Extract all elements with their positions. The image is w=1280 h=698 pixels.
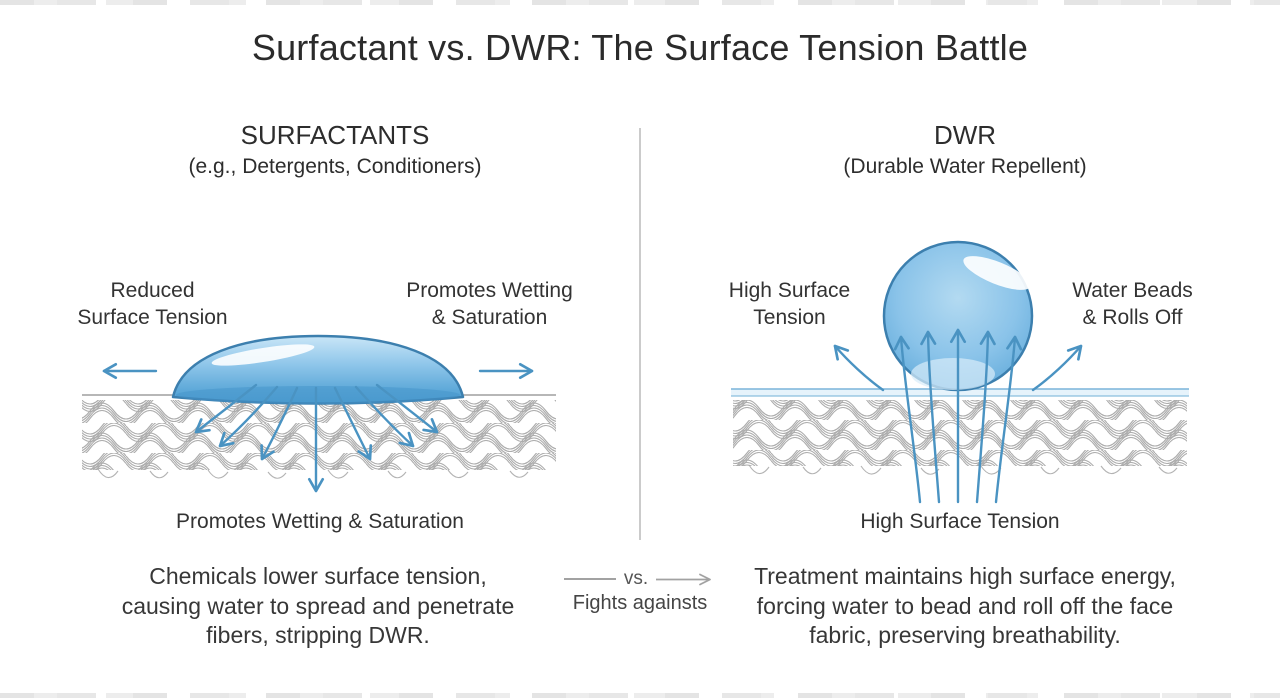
droplet-highlight (211, 344, 315, 366)
high-surface-tension-label: High Surface Tension (728, 279, 851, 329)
flattened-droplet (171, 334, 465, 405)
droplet-highlight (963, 256, 1031, 290)
promotes-wetting-label: Promotes Wetting & Saturation (406, 279, 573, 329)
surface-tension-arrows-icon (893, 328, 1023, 504)
film-edge-marks-bottom (0, 693, 1280, 698)
surfactant-diagram (82, 334, 556, 493)
fabric-weave (82, 400, 556, 470)
reduced-surface-tension-label: Reduced Surface Tension (77, 279, 228, 329)
surfactant-caption: Chemicals lower surface tension, causing… (121, 563, 515, 648)
dwr-heading: DWR (933, 120, 997, 150)
vs-label: vs. (623, 568, 649, 589)
dwr-subheading: (Durable Water Repellent) (843, 155, 1087, 178)
dwr-heading-block: DWR (Durable Water Repellent) (765, 119, 1165, 180)
page-title: Surfactant vs. DWR: The Surface Tension … (251, 27, 1029, 68)
beaded-droplet (882, 240, 1034, 392)
surfactants-subheading: (e.g., Detergents, Conditioners) (188, 155, 482, 178)
film-edge-marks-top (0, 0, 1280, 5)
fabric-weave (733, 400, 1187, 466)
high-surface-tension-bottom-label: High Surface Tension (860, 510, 1060, 533)
roll-off-right-arrow-icon (1031, 344, 1083, 392)
dwr-diagram (731, 240, 1189, 504)
vs-right-arrow-icon (656, 573, 712, 585)
promotes-wetting-bottom-label: Promotes Wetting & Saturation (176, 510, 464, 533)
panel-divider (639, 128, 641, 540)
fabric-fringe (748, 464, 1178, 475)
surfactants-heading-block: SURFACTANTS (e.g., Detergents, Condition… (135, 119, 535, 180)
roll-off-left-arrow-icon (833, 344, 885, 392)
fights-against-label: Fights againsts (572, 592, 708, 614)
fabric-fringe (97, 468, 529, 479)
vs-left-line (563, 578, 616, 580)
vs-block: vs. (558, 568, 722, 590)
penetration-arrows-icon (194, 383, 439, 493)
dwr-caption: Treatment maintains high surface energy,… (754, 563, 1176, 648)
water-beads-label: Water Beads & Rolls Off (1072, 279, 1193, 329)
surfactants-heading: SURFACTANTS (240, 120, 430, 150)
